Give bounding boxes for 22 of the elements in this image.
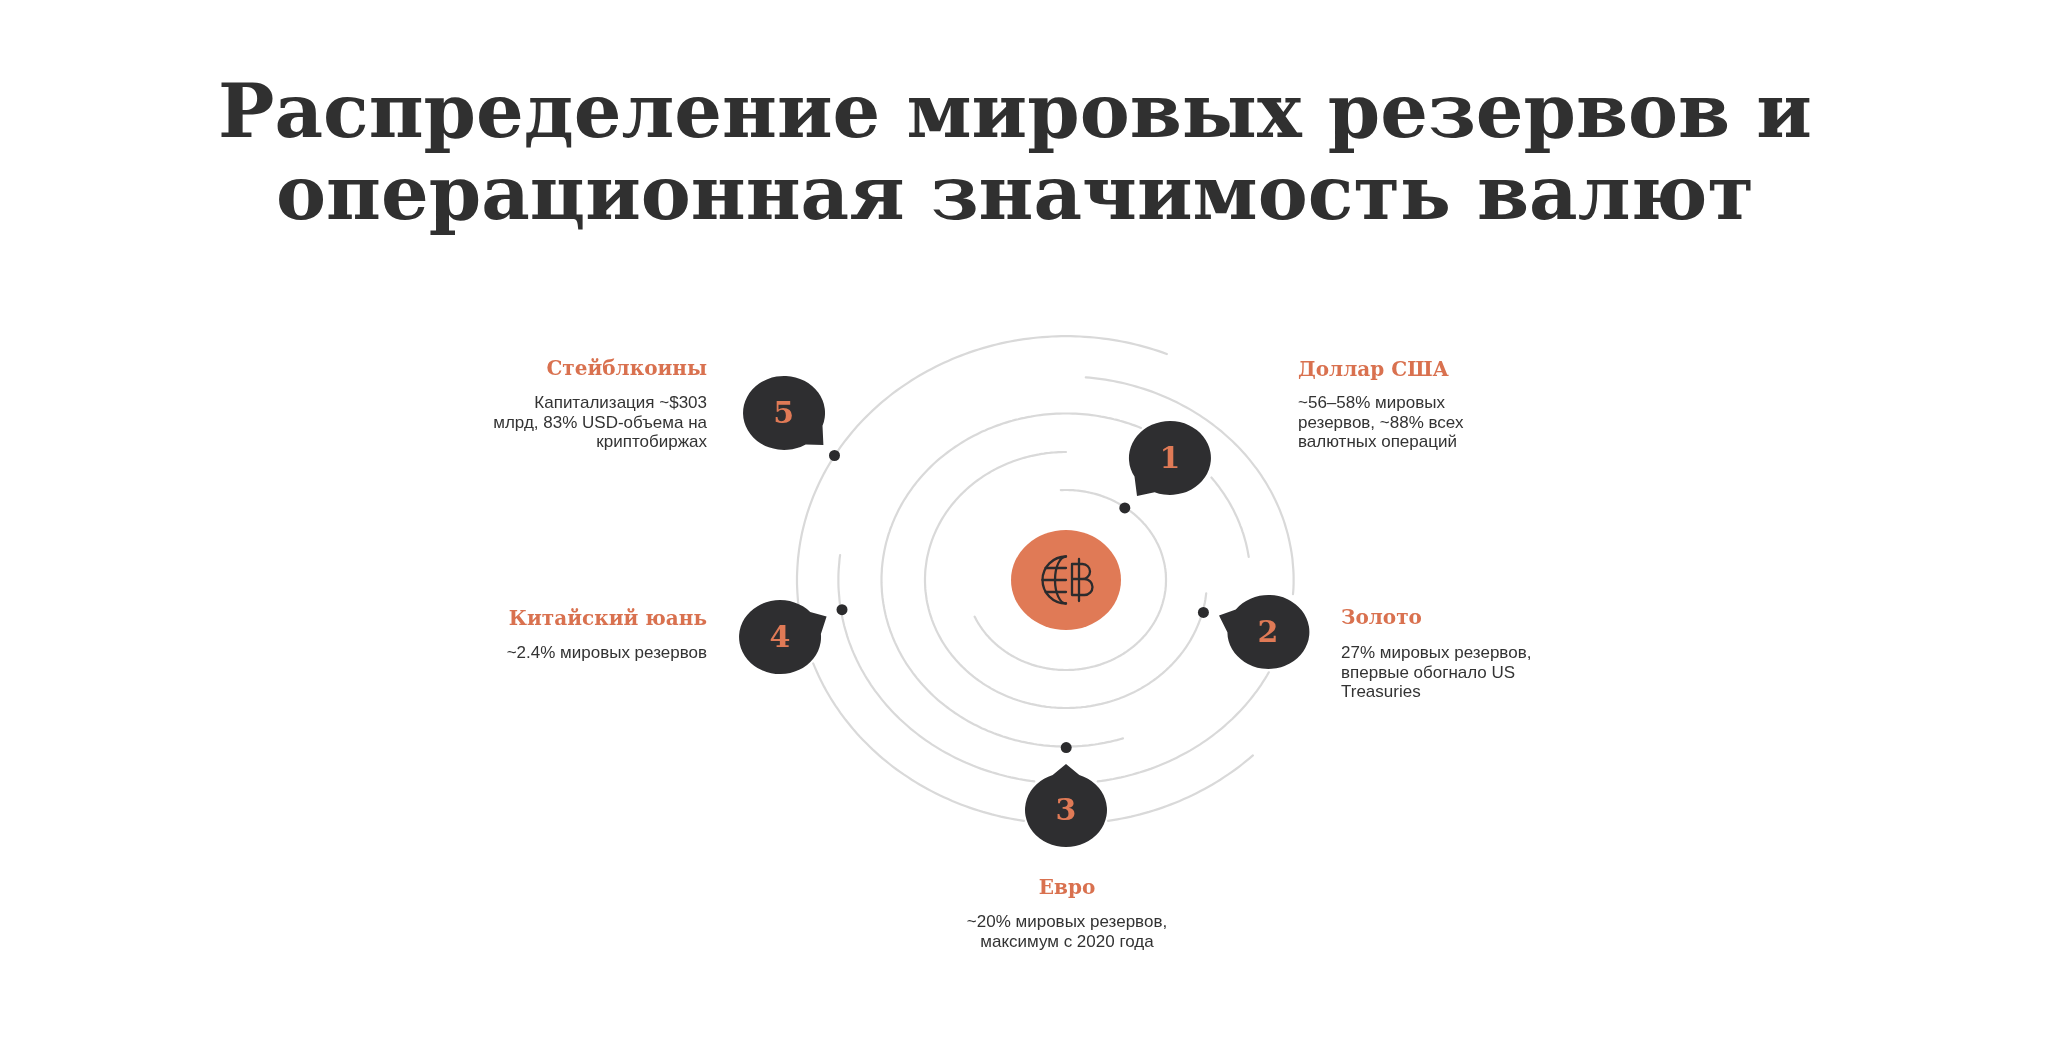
item-heading: Стейблкоины (546, 356, 707, 380)
speech-bubble (1129, 421, 1211, 496)
item-heading: Доллар США (1298, 357, 1449, 381)
bubble-number: 5 (772, 394, 796, 431)
bubble-number: 3 (1054, 792, 1078, 828)
item-description: ~2.4% мировых резервов (505, 643, 707, 663)
speech-bubble (739, 600, 827, 674)
bubble-number: 2 (1256, 614, 1280, 650)
speech-bubble (1025, 764, 1107, 847)
hub-circle (1011, 530, 1121, 630)
title: Распределение мировых резервов и операционная значимость валют (217, 70, 1813, 234)
item-heading: Китайский юань (508, 606, 707, 630)
speech-bubble (1218, 595, 1309, 669)
bubble-number: 1 (1158, 440, 1182, 476)
item-heading: Золото (1341, 605, 1422, 629)
item-description: 27% мировых резервов, впервые обогнало US Treasuries (1341, 643, 1533, 702)
item-heading: Евро (1038, 875, 1096, 899)
speech-bubble (742, 375, 825, 450)
item-description: Капитализация ~$303 млрд, 83% USD-объема на криптобиржах (492, 393, 707, 452)
item-description: ~56–58% мировых резервов, ~88% всех валютных операций (1298, 393, 1465, 452)
item-description: ~20% мировых резервов, максимум с 2020 года (965, 912, 1169, 951)
bubble-number: 4 (768, 619, 792, 655)
